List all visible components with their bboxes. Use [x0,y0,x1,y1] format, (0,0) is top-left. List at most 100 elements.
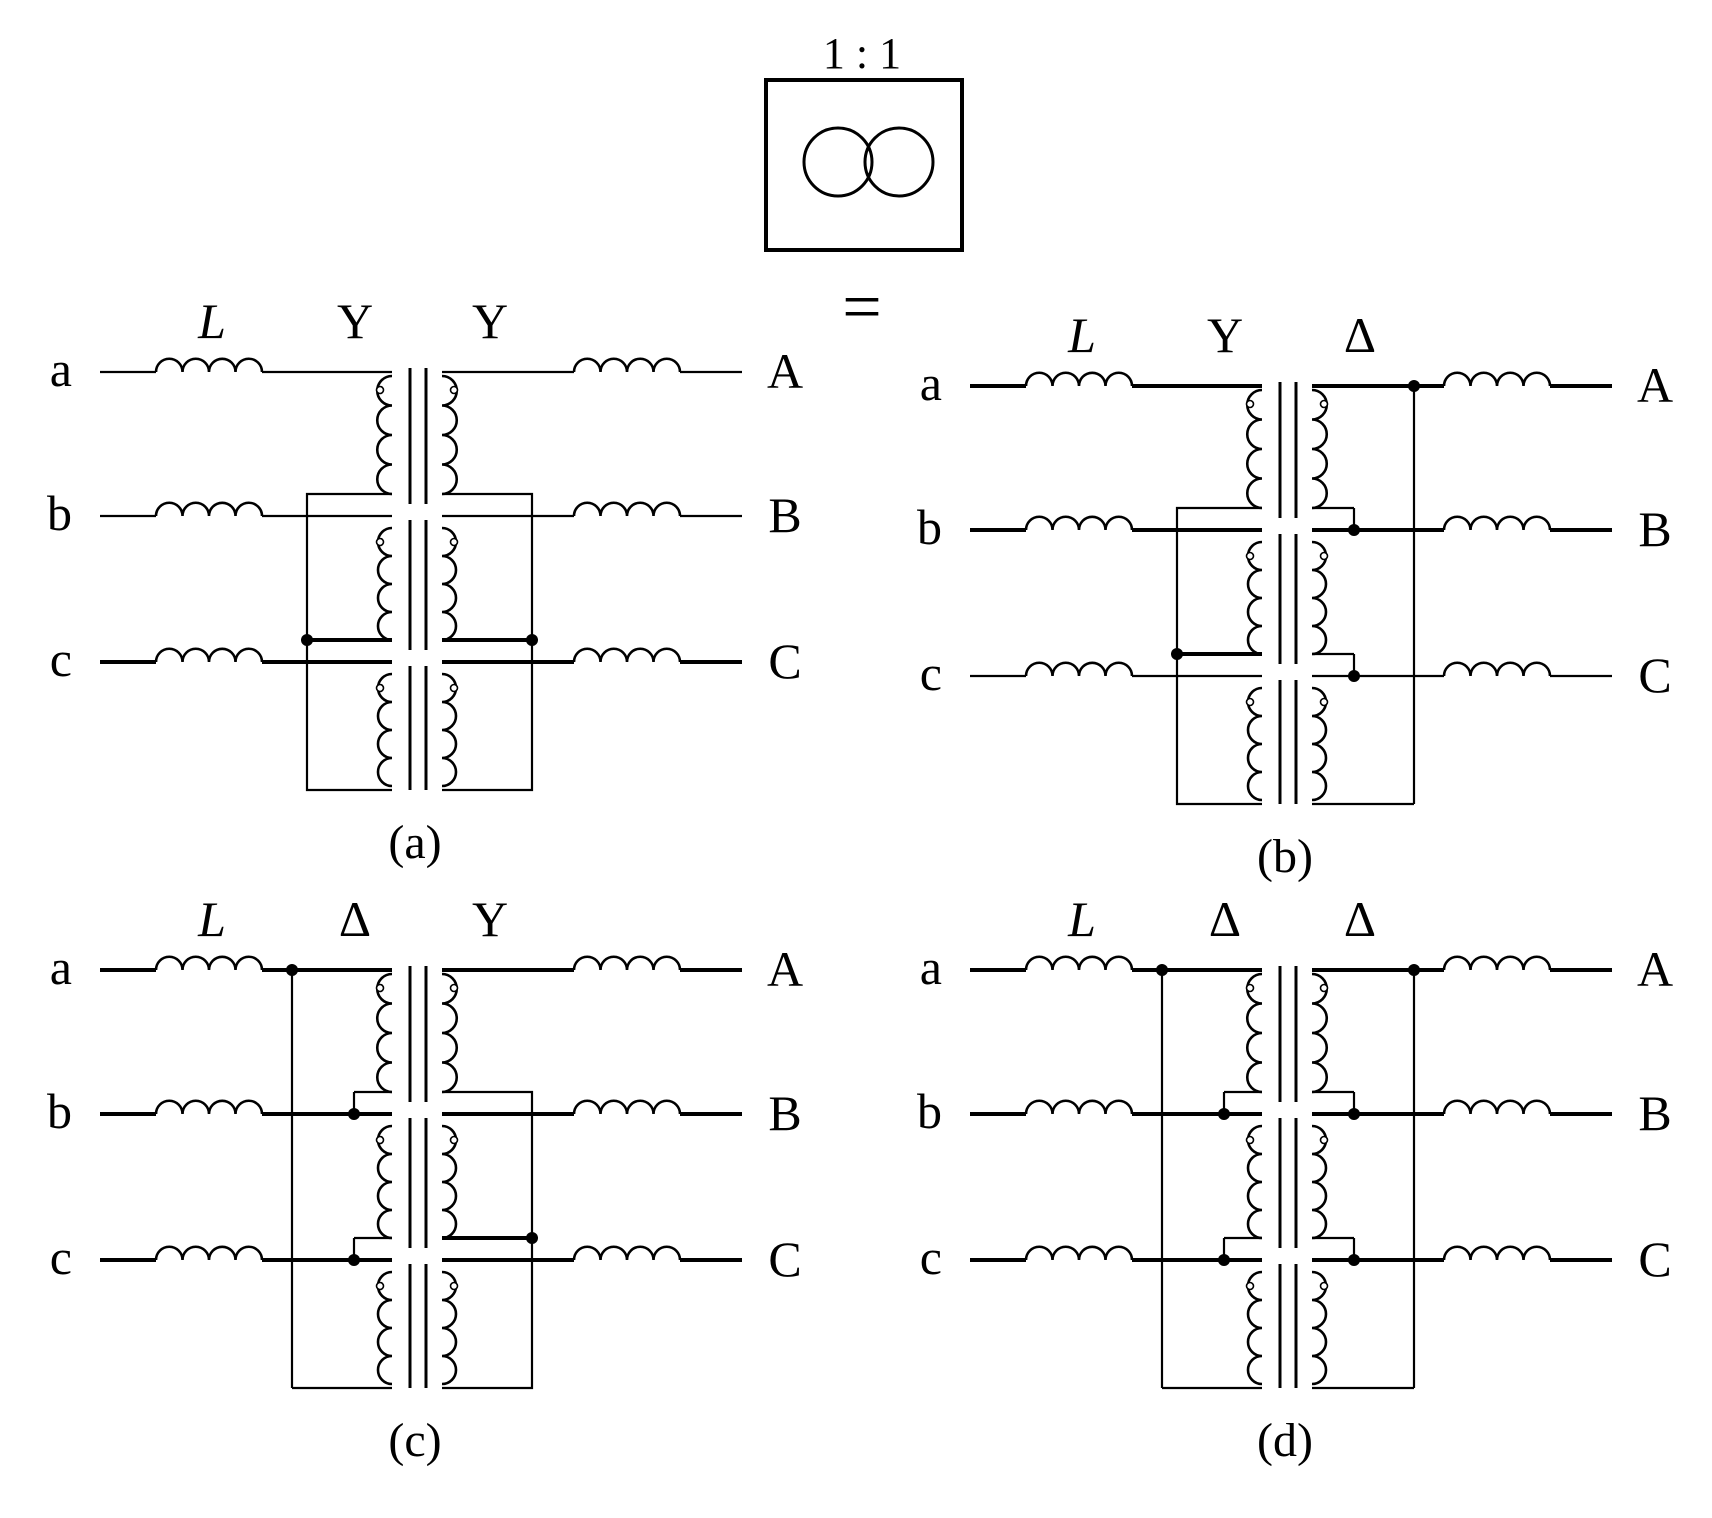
phase-label-primary: c [50,631,72,687]
phase-label-primary: b [917,1083,942,1139]
phase-label-primary: b [47,1083,72,1139]
polarity-marker [375,537,385,547]
secondary-winding [1311,1270,1328,1386]
secondary-connection-label: Δ [1344,307,1376,363]
polarity-marker [449,385,459,395]
primary-connection-label: Y [337,293,373,349]
primary-line-inductor [1024,661,1134,677]
phase-label-secondary: C [1638,1231,1671,1287]
delta-junction-dot [286,964,298,976]
polarity-marker [449,683,459,693]
polarity-marker [1319,983,1329,993]
polarity-marker [449,1281,459,1291]
phase-label-primary: c [920,1229,942,1285]
panel-caption: (d) [1257,1414,1313,1467]
phase-label-secondary: A [767,343,803,399]
delta-junction-dot [1408,380,1420,392]
primary-winding [376,1270,393,1386]
symbol-winding-right [863,126,935,198]
polarity-marker [449,537,459,547]
inductor-label: L [1067,307,1096,363]
polarity-marker [375,683,385,693]
primary-winding [1246,972,1263,1094]
secondary-line-inductor [1442,1099,1552,1115]
phase-label-primary: a [50,341,72,397]
inductor-label: L [1067,891,1096,947]
polarity-marker [1319,697,1329,707]
phase-label-primary: c [50,1229,72,1285]
primary-line-inductor [1024,371,1134,387]
polarity-marker [449,983,459,993]
primary-winding [376,1124,393,1240]
secondary-connection-label: Y [472,891,508,947]
secondary-line-inductor [572,1245,682,1261]
symbol-winding-left [802,126,874,198]
panel-caption: (b) [1257,830,1313,883]
secondary-winding [1311,972,1328,1094]
polarity-marker [1319,1281,1329,1291]
secondary-line-inductor [1442,955,1552,971]
polarity-marker [1245,1281,1255,1291]
primary-winding [376,972,393,1094]
secondary-winding [1311,388,1328,510]
phase-label-primary: a [920,355,942,411]
polarity-marker [1245,983,1255,993]
primary-winding [1246,540,1263,656]
polarity-marker [1245,551,1255,561]
phase-label-secondary: B [768,487,801,543]
phase-label-secondary: B [1638,1085,1671,1141]
primary-line-inductor [1024,515,1134,531]
polarity-marker [1245,697,1255,707]
phase-label-secondary: C [768,1231,801,1287]
secondary-line-inductor [572,647,682,663]
primary-line-inductor [1024,1099,1134,1115]
polarity-marker [1319,399,1329,409]
polarity-marker [449,1135,459,1145]
panel-caption: (a) [388,816,441,869]
phase-label-secondary: B [1638,501,1671,557]
primary-winding [1246,1270,1263,1386]
primary-connection-label: Δ [339,891,371,947]
delta-junction-dot [1156,964,1168,976]
polarity-marker [1245,1135,1255,1145]
phase-label-secondary: A [767,941,803,997]
primary-winding [1246,388,1263,510]
phase-label-primary: a [920,939,942,995]
secondary-winding [441,972,458,1094]
secondary-line-inductor [1442,515,1552,531]
polarity-marker [1319,1135,1329,1145]
primary-line-inductor [1024,955,1134,971]
phase-label-secondary: A [1637,941,1673,997]
polarity-marker [375,385,385,395]
secondary-winding [441,374,458,496]
primary-winding [376,526,393,642]
turns-ratio-label: 1 : 1 [823,29,901,78]
phase-label-primary: b [917,499,942,555]
secondary-line-inductor [1442,661,1552,677]
primary-winding [376,374,393,496]
transformer-symbol: 1 : 1 = [764,29,964,346]
primary-line-inductor [154,1245,264,1261]
primary-line-inductor [154,955,264,971]
symbol-frame [764,78,964,252]
panel-caption: (c) [388,1414,441,1467]
secondary-line-inductor [572,1099,682,1115]
phase-label-primary: b [47,485,72,541]
polarity-marker [1319,551,1329,561]
primary-winding [1246,686,1263,802]
delta-junction-dot [1408,964,1420,976]
polarity-marker [375,983,385,993]
primary-connection-label: Y [1207,307,1243,363]
secondary-line-inductor [572,955,682,971]
secondary-winding [441,526,458,642]
secondary-winding [1311,540,1328,656]
phase-label-secondary: B [768,1085,801,1141]
primary-line-inductor [154,501,264,517]
primary-line-inductor [154,1099,264,1115]
